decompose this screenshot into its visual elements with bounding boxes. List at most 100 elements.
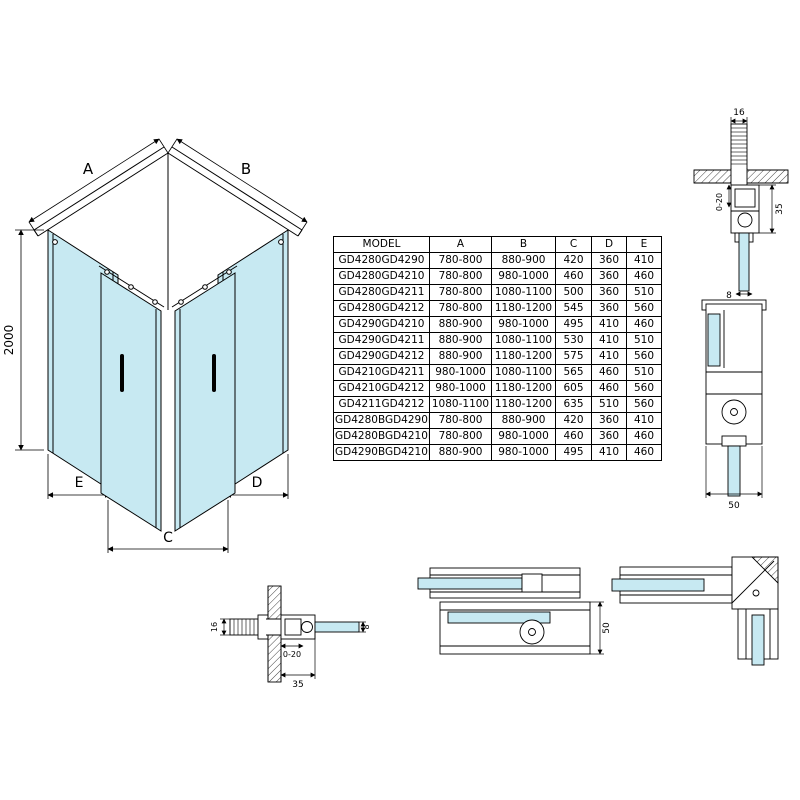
dim-cell: 510	[626, 364, 662, 381]
model-cell: GD4290GD4211	[333, 332, 430, 349]
dim-cell: 1080-1100	[429, 396, 492, 413]
model-cell: GD4280GD4290	[333, 252, 430, 269]
dim-35	[759, 184, 776, 234]
mount-profile	[280, 614, 316, 640]
mount-profile	[730, 184, 760, 234]
glass-panels	[47, 229, 289, 532]
fixed-panel-section	[417, 567, 581, 599]
dim-cell: 500	[555, 284, 592, 301]
dim-cell: 495	[555, 316, 592, 333]
model-cell: GD4280BGD4210B	[333, 428, 430, 445]
wall-profile-detail-bottom: 16 0-20 35 8	[210, 585, 371, 690]
dim-label-35: 35	[292, 680, 303, 690]
fixed-glass	[417, 577, 523, 590]
glass-pane	[314, 621, 360, 633]
col-header-e: E	[626, 236, 662, 253]
spec-table: MODEL A B C D E GD4280GD4290 780-800 880-9…	[333, 236, 662, 461]
wall-hatch	[693, 168, 789, 185]
model-cell: GD4280GD4211	[333, 284, 430, 301]
vertical-arm	[737, 608, 779, 666]
dim-cell: 510	[626, 332, 662, 349]
dimension-b	[167, 138, 308, 237]
dim-cell: 1180-1200	[491, 348, 556, 365]
dim-cell: 635	[555, 396, 592, 413]
left-sliding-door-glass	[100, 272, 162, 532]
dim-cell: 360	[591, 300, 627, 317]
dim-cell: 460	[626, 316, 662, 333]
dim-cell: 880-900	[429, 444, 492, 461]
dim-cell: 530	[555, 332, 592, 349]
dim-cell: 980-1000	[429, 364, 492, 381]
dim-cell: 360	[591, 268, 627, 285]
dim-label-a: A	[83, 160, 94, 178]
model-cell: GD4290GD4212	[333, 348, 430, 365]
dim-16	[220, 618, 230, 636]
dim-cell: 510	[591, 396, 627, 413]
door-profile-detail-plan: 50	[417, 567, 612, 655]
dim-cell: 410	[626, 252, 662, 269]
wall-profile-detail-top: 16 0-20 35 8	[693, 108, 789, 301]
dim-label-b: B	[241, 160, 251, 178]
fixed-glass	[707, 313, 721, 367]
col-header-model: MODEL	[333, 236, 430, 253]
dim-label-e: E	[75, 475, 84, 491]
dim-label-16: 16	[210, 622, 219, 632]
dim-35	[280, 632, 316, 679]
dim-label-50: 50	[602, 622, 612, 634]
dim-cell: 560	[626, 380, 662, 397]
col-header-a: A	[429, 236, 492, 253]
dim-cell: 565	[555, 364, 592, 381]
glass-left	[611, 578, 705, 592]
dim-cell: 560	[626, 300, 662, 317]
dim-cell: 575	[555, 348, 592, 365]
dim-cell: 360	[591, 412, 627, 429]
dim-cell: 560	[626, 348, 662, 365]
dim-cell: 1180-1200	[491, 396, 556, 413]
horizontal-arm	[611, 566, 733, 604]
model-cell: GD4290GD4210	[333, 316, 430, 333]
dim-cell: 460	[591, 364, 627, 381]
model-cell: GD4210GD4211	[333, 364, 430, 381]
dim-cell: 1080-1100	[491, 364, 556, 381]
door-profile-detail-side: 50	[701, 299, 767, 510]
dim-cell: 880-900	[491, 252, 556, 269]
dim-cell: 980-1000	[491, 316, 556, 333]
dim-cell: 545	[555, 300, 592, 317]
corner-block	[731, 556, 779, 610]
spec-header-row: MODEL A B C D E	[333, 236, 662, 253]
sliding-panel-section	[439, 601, 591, 655]
dim-cell: 410	[626, 412, 662, 429]
model-cell: GD4280GD4212	[333, 300, 430, 317]
model-cell: GD4210GD4212	[333, 380, 430, 397]
dim-cell: 360	[591, 284, 627, 301]
dimension-lines	[15, 138, 308, 553]
col-header-c: C	[555, 236, 592, 253]
glass-pane	[738, 232, 750, 292]
dim-cell: 880-900	[429, 348, 492, 365]
dim-label-35: 35	[775, 203, 785, 214]
dim-cell: 420	[555, 252, 592, 269]
model-cell: GD4280GD4210	[333, 268, 430, 285]
model-cell: GD4280BGD4290B	[333, 412, 430, 429]
dim-cell: 495	[555, 444, 592, 461]
dim-label-16: 16	[733, 108, 745, 118]
dim-cell: 980-1000	[491, 268, 556, 285]
dim-label-0-20: 0-20	[283, 650, 301, 659]
dim-50	[705, 446, 763, 498]
dim-cell: 360	[591, 252, 627, 269]
dim-cell: 410	[591, 348, 627, 365]
dim-cell: 780-800	[429, 284, 492, 301]
dim-50	[590, 601, 604, 655]
dim-cell: 460	[626, 268, 662, 285]
model-cell: GD4290BGD4210B	[333, 444, 430, 461]
dim-cell: 1180-1200	[491, 380, 556, 397]
